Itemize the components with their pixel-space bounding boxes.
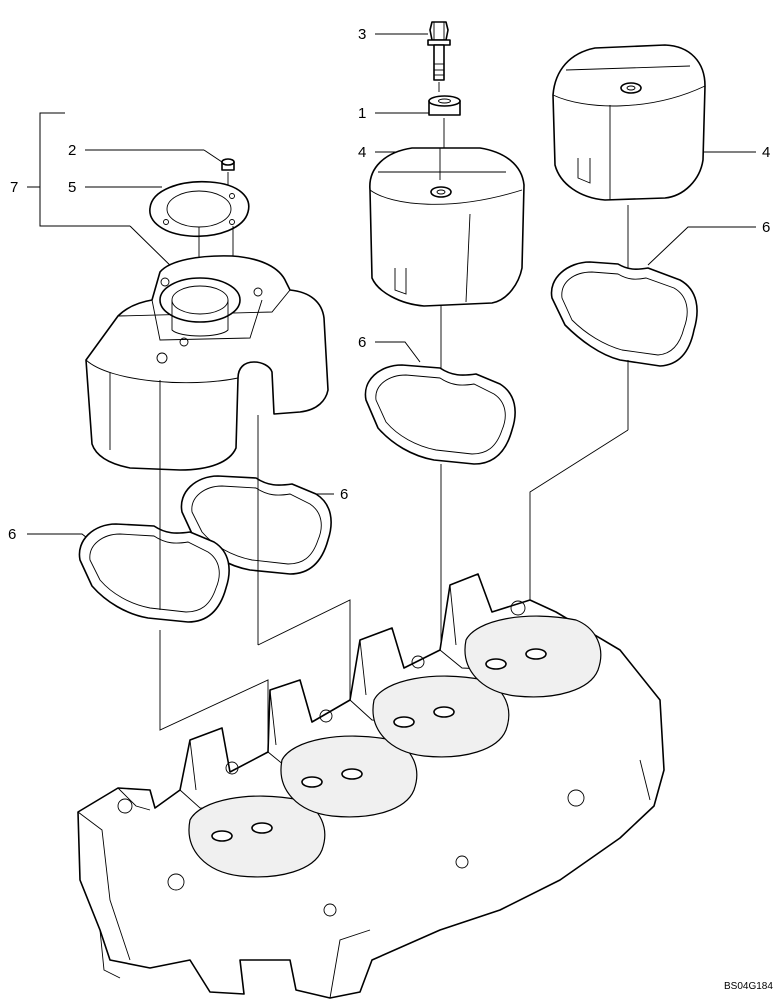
callout-3-label: 3: [358, 26, 366, 43]
callout-6-center: 6: [358, 334, 421, 363]
callout-5-label: 5: [68, 179, 76, 196]
breather-cover-part-7: [85, 255, 329, 645]
callout-4-right-label: 4: [762, 144, 770, 161]
callout-1: 1: [358, 105, 430, 122]
bolt-part-3: [427, 21, 451, 92]
cylinder-head: [77, 573, 665, 999]
gasket-part-6-left: [78, 523, 230, 623]
callout-3: 3: [358, 26, 428, 43]
gasket-part-6-right: [529, 261, 698, 690]
callout-2: 2: [68, 142, 223, 163]
callout-6-left-label: 6: [8, 526, 16, 543]
callout-4-right: 4: [700, 144, 770, 161]
gasket-part-6-center: [364, 364, 516, 720]
drawing-code: BS04G184: [724, 981, 773, 992]
bolt-holes: [117, 600, 585, 917]
callout-6-right: 6: [647, 219, 770, 266]
callout-4-center-label: 4: [358, 144, 366, 161]
callout-1-label: 1: [358, 105, 366, 122]
callout-6-mid-label: 6: [340, 486, 348, 503]
callout-7-label: 7: [10, 179, 18, 196]
callout-7: 7: [10, 112, 181, 276]
callout-6-center-label: 6: [358, 334, 366, 351]
valve-cover-part-4-center: [369, 147, 525, 445]
callout-6-right-label: 6: [762, 219, 770, 236]
callout-5: 5: [68, 179, 162, 196]
valve-cover-part-4-right: [552, 44, 706, 340]
valve-stems: [211, 648, 547, 842]
callout-2-label: 2: [68, 142, 76, 159]
